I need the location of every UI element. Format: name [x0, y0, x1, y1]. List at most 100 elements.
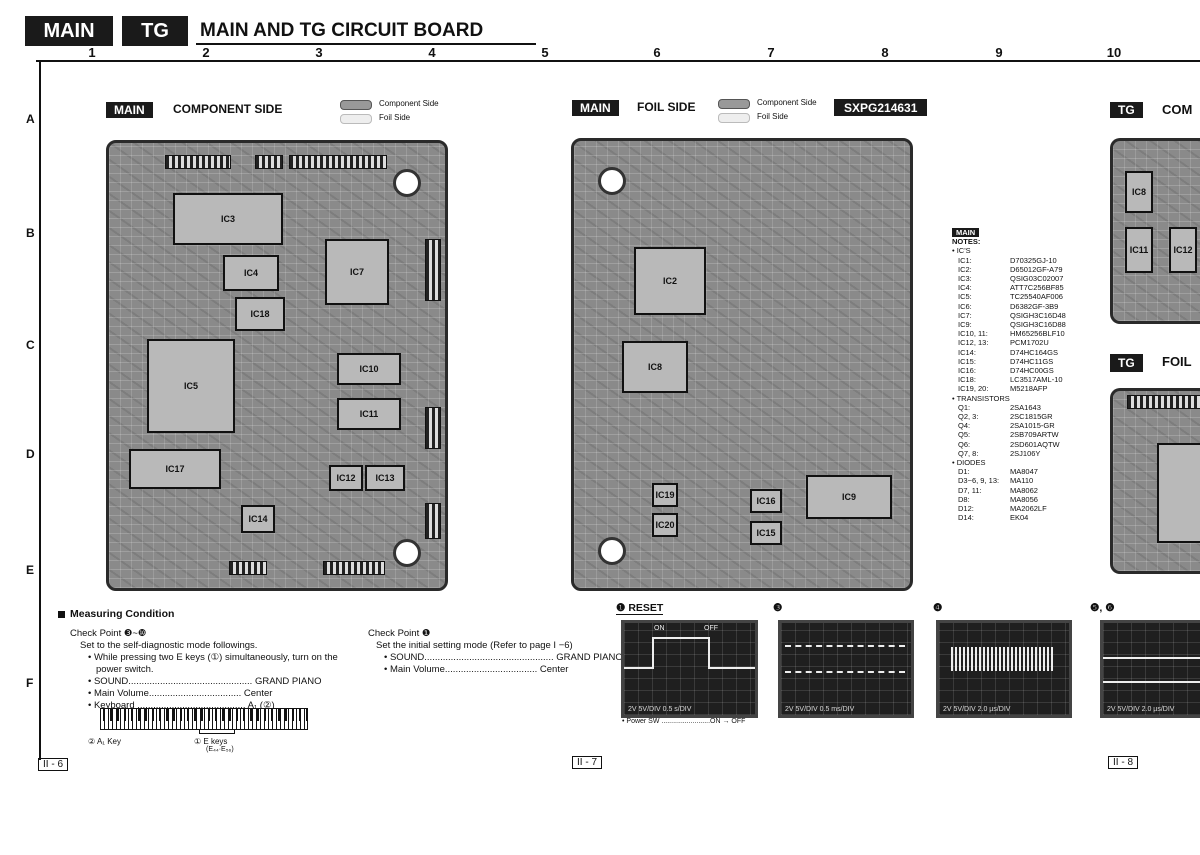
main-tag: MAIN	[25, 16, 113, 46]
notes-row: IC3:QSIG03C02007	[952, 274, 1102, 283]
cp1-sound-key: • SOUND.................................…	[88, 676, 253, 687]
notes-ref: IC1:	[958, 255, 972, 265]
cp1-title: Check Point ❸~❿	[70, 628, 147, 639]
tg-foil-board	[1110, 388, 1200, 574]
notes-part: D74HC00GS	[1010, 366, 1054, 376]
main-foil-tag: MAIN	[572, 100, 619, 116]
e-keys-bracket	[199, 729, 235, 734]
waveform-4-scale: 2V 5V/DIV 2.0 µs/DIV	[1107, 706, 1175, 713]
notes-ref: D8:	[958, 494, 970, 504]
notes-row: IC1:D70325GJ-10	[952, 256, 1102, 265]
row-ruler	[39, 60, 41, 760]
notes-row: Q6: 2SD601AQTW	[952, 440, 1102, 449]
page-number-left: II - 6	[38, 758, 69, 771]
notes-row: D14:EK04	[952, 513, 1102, 522]
notes-row: IC15:D74HC11GS	[952, 357, 1102, 366]
notes-row: IC5:TC25540AF006	[952, 292, 1102, 301]
notes-part: MA110	[1010, 476, 1034, 486]
cp1-line2: • While pressing two E keys (①) simultan…	[88, 652, 338, 663]
tg-foil-title: FOIL	[1162, 354, 1192, 369]
connector-cn7	[255, 155, 283, 169]
chip-ic7: IC7	[325, 239, 389, 305]
cp1-volume-value: Center	[243, 688, 273, 699]
chip-ic13: IC13	[365, 465, 405, 491]
notes-ref: Q5:	[958, 430, 971, 440]
column-ruler	[36, 60, 1200, 62]
notes-row: IC2:D65012GF-A79	[952, 265, 1102, 274]
notes-part: 2SA1643	[1010, 402, 1041, 412]
notes-row: IC4:ATT7C256BF85	[952, 283, 1102, 292]
notes-row: D3~6, 9, 13:MA110	[952, 476, 1102, 485]
notes-part: D74HC11GS	[1010, 356, 1054, 366]
notes-row: D12:MA2062LF	[952, 504, 1102, 513]
component-side-swatch	[718, 99, 750, 109]
chip-ic9: IC9	[806, 475, 892, 519]
col-number: 1	[88, 45, 96, 60]
notes-part: LC3517AML-10	[1010, 375, 1063, 385]
notes-ref: Q6:	[958, 439, 971, 449]
e-keys-sub: (E₄₄·E₅₆)	[206, 746, 234, 753]
tg-tag: TG	[122, 16, 188, 46]
cp1-keyboard-value: A₁ (②)	[247, 700, 275, 711]
component-side-swatch	[340, 100, 372, 110]
legend-foil-label: Foil Side	[757, 112, 789, 121]
waveform-3-label: ❹	[933, 602, 943, 614]
chip-ic18: IC18	[235, 297, 285, 331]
row-letter: A	[26, 112, 35, 126]
keyboard-diagram	[100, 708, 308, 730]
measuring-heading: Measuring Condition	[70, 608, 175, 620]
notes-ref: IC10, 11:	[958, 329, 988, 339]
notes-tag: MAIN	[952, 228, 980, 238]
waveform-1-label: ❶ RESET	[616, 602, 664, 615]
foil-side-swatch	[340, 114, 372, 124]
row-letter: F	[26, 676, 34, 690]
waveform-2-scope: 2V 5V/DIV 0.5 ms/DIV	[778, 620, 914, 718]
row-letter: D	[26, 447, 35, 461]
chip-ic19: IC19	[652, 483, 678, 507]
notes-ref: IC12, 13:	[958, 338, 989, 348]
waveform-1-on: ON	[654, 625, 665, 632]
notes-ref: IC5:	[958, 292, 972, 302]
connector-cn8	[425, 503, 441, 539]
notes-part: MA8056	[1010, 494, 1038, 504]
notes-part: PCM1702U	[1010, 338, 1049, 348]
cp2-sound-key: • SOUND.................................…	[384, 652, 554, 663]
notes-part: 2SD601AQTW	[1010, 439, 1060, 449]
col-number: 9	[995, 45, 1003, 60]
main-foil-title: FOIL SIDE	[637, 100, 696, 114]
notes-row: IC9:QSIGH3C16D88	[952, 320, 1102, 329]
tg-component-board: IC8 IC11 IC12	[1110, 138, 1200, 324]
notes-row: D1:MA8047	[952, 467, 1102, 476]
title-rule	[196, 43, 536, 45]
mount-hole	[598, 537, 626, 565]
col-number: 10	[1106, 45, 1122, 60]
notes-row: D8: MA8056	[952, 495, 1102, 504]
notes-title: NOTES:	[952, 237, 981, 247]
cp2-sound-value: GRAND PIANO	[556, 652, 623, 663]
waveform-1-note: • Power SW .........................ON →…	[622, 718, 746, 725]
cp1-keyboard-key: • Keyboard .............................…	[88, 700, 246, 711]
chip-ic2: IC2	[634, 247, 706, 315]
connector-cn3	[323, 561, 385, 575]
connector-cn5	[289, 155, 387, 169]
check-point-block-1: Check Point ❸~❿ Set to the self-diagnost…	[70, 628, 370, 712]
notes-ref: Q1:	[958, 402, 971, 412]
col-number: 4	[428, 45, 436, 60]
page-number-middle: II - 7	[572, 756, 603, 769]
notes-part: D74HC164GS	[1010, 347, 1058, 357]
tg-foil-tag: TG	[1110, 354, 1143, 372]
cp2-title: Check Point ❶	[368, 628, 431, 639]
waveform-1-scale: 2V 5V/DIV 0.5 s/DIV	[628, 706, 692, 713]
chip-ic4: IC4	[223, 255, 279, 291]
notes-ref: IC3:	[958, 274, 972, 284]
cp2-volume-value: Center	[539, 664, 569, 675]
main-component-tag: MAIN	[106, 102, 153, 118]
chip-tg-large	[1157, 443, 1200, 543]
notes-group-heading: • IC'S	[952, 246, 971, 256]
notes-row: Q7, 8:2SJ106Y	[952, 449, 1102, 458]
notes-part: 2SC1815GR	[1010, 412, 1053, 422]
legend-component-label: Component Side	[379, 99, 439, 108]
col-number: 6	[653, 45, 661, 60]
chip-ic5: IC5	[147, 339, 235, 433]
notes-ref: Q2, 3:	[958, 412, 979, 422]
